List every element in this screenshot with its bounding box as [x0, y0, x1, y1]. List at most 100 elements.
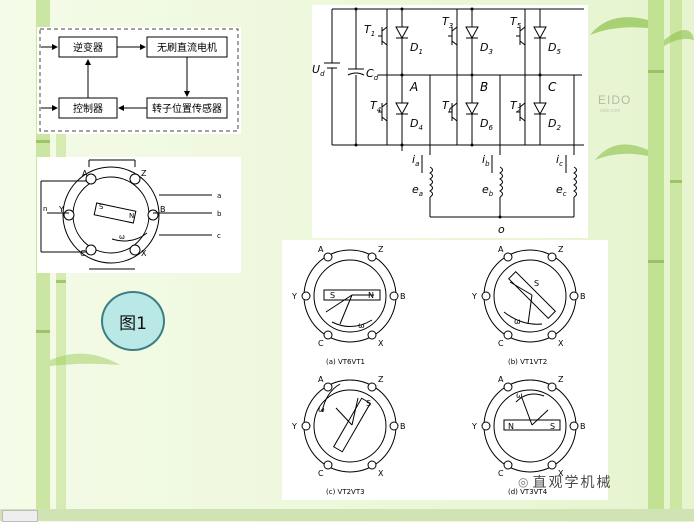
vd-label-s: S	[550, 422, 555, 431]
vector-caption-a: (a) VT6VT1	[326, 358, 365, 366]
vector-diagram-b	[483, 249, 577, 343]
vector-diagram-c	[303, 379, 397, 473]
motor-label-n: n	[43, 205, 47, 213]
vc-label-b: B	[400, 422, 406, 431]
d2-label: D2	[548, 117, 561, 132]
d6-label: D6	[480, 117, 493, 132]
va-label-z: Z	[378, 245, 384, 254]
switch-column-c	[516, 9, 547, 145]
motor-label-x: X	[141, 249, 147, 258]
motor-label-c: C	[80, 249, 86, 258]
motor-label-b: B	[160, 205, 166, 214]
va-label-omega: ω	[358, 321, 365, 330]
vector-caption-d: (d) VT3VT4	[508, 488, 548, 496]
rotor-vector-diagrams: A Z Y B C X S N ω A Z Y B C X S ω A Z Y …	[282, 240, 608, 500]
va-label-b: B	[400, 292, 406, 301]
d1-label: D1	[410, 41, 423, 56]
t4-label: T4	[370, 99, 381, 114]
inverter-label: 逆变器	[73, 41, 103, 54]
vb-label-y: Y	[471, 292, 477, 301]
ia-label: ia	[412, 153, 419, 168]
ec-label: ec	[556, 183, 567, 198]
vb-label-x: X	[558, 339, 564, 348]
vb-label-a: A	[498, 245, 504, 254]
d3-label: D3	[480, 41, 493, 56]
vd-label-y: Y	[471, 422, 477, 431]
motor-label-out-a: a	[217, 192, 221, 200]
neutral-label: o	[498, 223, 505, 236]
logo-subtext: eido.com	[600, 108, 621, 114]
watermark: ◎ 直观学机械	[518, 472, 612, 492]
va-label-x: X	[378, 339, 384, 348]
vd-label-c: C	[498, 469, 504, 478]
vector-caption-b: (b) VT1VT2	[508, 358, 547, 366]
vc-label-c: C	[318, 469, 324, 478]
bldc-motor-label: 无刷直流电机	[157, 41, 217, 54]
vd-label-a: A	[498, 375, 504, 384]
switch-column-a	[378, 8, 409, 145]
vb-label-b: B	[580, 292, 586, 301]
motor-label-s: S	[99, 203, 104, 211]
d5-label: D5	[548, 41, 561, 56]
page-tab[interactable]	[2, 510, 38, 522]
controller-label: 控制器	[73, 102, 103, 115]
va-label-y: Y	[291, 292, 297, 301]
inverter-circuit: Ud Cd T1 T3 T5 T4 T6 T2 D1 D3 D5 D4 D6 D…	[312, 5, 588, 238]
vd-label-omega: ω	[516, 391, 523, 400]
vb-label-z: Z	[558, 245, 564, 254]
t3-label: T3	[442, 15, 453, 30]
vd-label-b: B	[580, 422, 586, 431]
wechat-icon: ◎	[518, 475, 529, 489]
node-a-label: A	[409, 80, 418, 94]
motor-cross-section: A Z Y B C X n S N ω a b c	[37, 157, 241, 273]
vd-label-n: N	[508, 422, 514, 431]
motor-label-z: Z	[141, 169, 147, 178]
vc-label-a: A	[318, 375, 324, 384]
vb-label-c: C	[498, 339, 504, 348]
vc-label-y: Y	[291, 422, 297, 431]
figure-label-badge: 图1	[101, 291, 165, 351]
block-diagram: 逆变器 无刷直流电机 控制器 转子位置传感器	[37, 27, 241, 134]
t5-label: T5	[510, 15, 522, 30]
vc-label-z: Z	[378, 375, 384, 384]
ud-label: Ud	[312, 63, 325, 78]
t6-label: T6	[442, 99, 454, 114]
watermark-text: 直观学机械	[532, 475, 613, 491]
vc-label-x: X	[378, 469, 384, 478]
motor-label-a: A	[82, 169, 88, 178]
node-b-label: B	[480, 80, 488, 94]
eb-label: eb	[482, 183, 494, 198]
vc-label-omega: ω	[318, 405, 325, 414]
vector-diagram-a	[303, 249, 397, 343]
node-c-label: C	[548, 80, 557, 94]
va-label-a: A	[318, 245, 324, 254]
va-label-n: N	[368, 291, 374, 300]
motor-label-omega: ω	[119, 233, 125, 241]
vector-diagram-d	[483, 379, 577, 473]
rotor-sensor-label: 转子位置传感器	[152, 102, 222, 115]
vc-label-s: S	[366, 399, 371, 408]
bottom-bar	[0, 509, 694, 521]
cd-label: Cd	[366, 67, 379, 82]
vd-label-x: X	[558, 469, 564, 478]
bamboo-decoration-right	[590, 0, 694, 521]
t2-label: T2	[510, 99, 522, 114]
figure-label: 图1	[119, 313, 147, 334]
vb-label-omega: ω	[514, 317, 521, 326]
d4-label: D4	[410, 117, 423, 132]
motor-label-out-c: c	[217, 232, 221, 240]
logo-text: EIDO	[598, 93, 632, 107]
vector-caption-c: (c) VT2VT3	[326, 488, 365, 496]
switch-column-b	[448, 9, 479, 145]
t1-label: T1	[364, 23, 375, 38]
vb-label-s: S	[534, 279, 539, 288]
motor-label-y: Y	[58, 205, 64, 214]
vd-label-z: Z	[558, 375, 564, 384]
va-label-s: S	[330, 291, 335, 300]
ic-label: ic	[556, 153, 563, 168]
motor-label-rotor-n: N	[129, 212, 134, 220]
ib-label: ib	[482, 153, 490, 168]
va-label-c: C	[318, 339, 324, 348]
motor-label-out-b: b	[217, 210, 222, 218]
ea-label: ea	[412, 183, 423, 198]
